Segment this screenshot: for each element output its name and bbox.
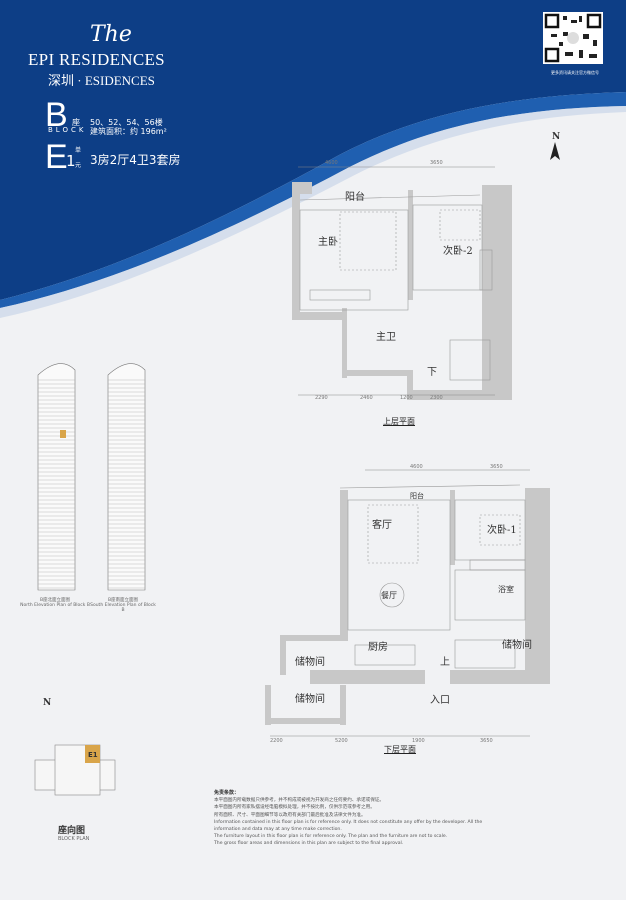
room-label: 阳台 — [345, 190, 365, 203]
room-label: 主卧 — [318, 235, 338, 248]
room-label: 次卧-1 — [487, 523, 517, 536]
disclaimer-line: The furniture layout in this floor plan … — [214, 834, 448, 840]
dim-label: 4600 — [325, 160, 338, 166]
unit-yuan: 元 — [75, 162, 82, 169]
unit-highlight — [60, 430, 66, 438]
dim-label: 4600 — [410, 464, 423, 470]
room-label: 储物间 — [295, 655, 325, 668]
floors: 50、52、54、56楼 — [90, 118, 163, 127]
qr-code — [543, 12, 603, 64]
unit-dan: 单 — [75, 147, 82, 154]
block-plan-north-label: N — [43, 698, 52, 708]
room-label: 客厅 — [372, 518, 392, 531]
disclaimer: 免责条款： 本平面图内所载数据只供参考，并不构成或被视为开发商之任何要约、承诺或… — [214, 790, 504, 848]
room-label: 储物间 — [502, 638, 532, 651]
disclaimer-line: The gross floor areas and dimensions in … — [214, 841, 404, 847]
dim-label: 3650 — [490, 464, 503, 470]
north-label: N — [552, 132, 561, 142]
disclaimer-line: 本平面图内所载数据只供参考，并不构成或被视为开发商之任何要约、承诺或保证。 — [214, 798, 384, 804]
dim-label: 1900 — [412, 738, 425, 744]
upper-plan-caption: 上层平面 — [383, 417, 415, 426]
dim-label: 3650 — [430, 160, 443, 166]
dim-label: 2200 — [270, 738, 283, 744]
unit-letter: E — [45, 138, 68, 176]
disclaimer-title: 免责条款： — [214, 790, 240, 796]
room-label: 次卧-2 — [443, 244, 473, 257]
block-plan-caption-en: BLOCK PLAN — [58, 836, 90, 842]
unit-layout: 3房2厅4卫3套房 — [90, 153, 181, 167]
north-arrow-icon — [550, 142, 560, 160]
elevation-drawings — [37, 363, 146, 591]
room-label: 阳台 — [410, 491, 424, 500]
room-label: 上 — [440, 656, 450, 668]
unit-tag: E1 — [88, 751, 98, 759]
gross-area: 建筑面积：约 196m² — [90, 127, 167, 136]
lower-floor-plan: 阳台 客厅 餐厅 次卧-1 浴室 厨房 储物间 储物间 储物间 上 入口 460… — [265, 464, 550, 744]
dim-label: 5200 — [335, 738, 348, 744]
room-label: 厨房 — [368, 640, 388, 653]
dim-label: 3650 — [480, 738, 493, 744]
disclaimer-line: 本平面图内所有家私摆设经电脑模拟处理，并不按比例，仅供示范或参考之用。 — [214, 805, 375, 811]
block-letter: B — [45, 96, 68, 134]
block-plan-caption: 座向图 — [58, 826, 86, 836]
dim-label: 2300 — [430, 395, 443, 401]
lower-plan-caption: 下层平面 — [384, 745, 416, 754]
brand-subtitle: 深圳 · ESIDENCES — [48, 73, 155, 88]
room-label: 餐厅 — [381, 591, 397, 600]
room-label: 主卫 — [376, 331, 396, 343]
dim-label: 2290 — [315, 395, 328, 401]
brand-the: The — [90, 22, 132, 47]
disclaimer-line: 所有面积、尺寸、平面图细节等以政府有关部门最后批准及法律文件为准。 — [214, 812, 366, 818]
dim-label: 1200 — [400, 395, 413, 401]
room-label: 下 — [427, 367, 437, 378]
room-label: 储物间 — [295, 692, 325, 705]
room-label: 浴室 — [498, 584, 514, 594]
dim-label: 2460 — [360, 395, 373, 401]
qr-caption: 更多资讯请关注官方微信号 — [551, 70, 599, 75]
unit-number: 1 — [66, 152, 76, 170]
upper-plan-dims: 4600 3650 2290 2460 1200 2300 — [298, 160, 495, 401]
unit-highlight — [85, 745, 100, 763]
room-label: 入口 — [430, 695, 450, 706]
block-zuo: 座 — [72, 118, 80, 127]
block-en: BLOCK — [48, 126, 87, 134]
disclaimer-line: Information contained in this floor plan… — [214, 819, 483, 833]
brand-name: EPI RESIDENCES — [28, 50, 165, 69]
block-plan-drawing: E1 — [34, 744, 116, 796]
